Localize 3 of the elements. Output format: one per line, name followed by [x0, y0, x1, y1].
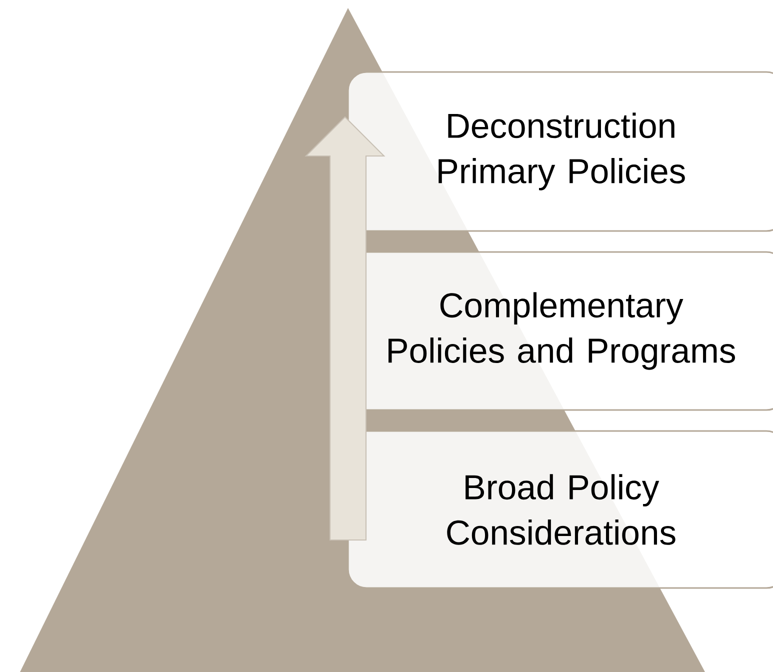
level-box: Broad Policy Considerations	[347, 430, 773, 589]
level-box: Complementary Policies and Programs	[347, 251, 773, 411]
level-box: Deconstruction Primary Policies	[347, 71, 773, 232]
